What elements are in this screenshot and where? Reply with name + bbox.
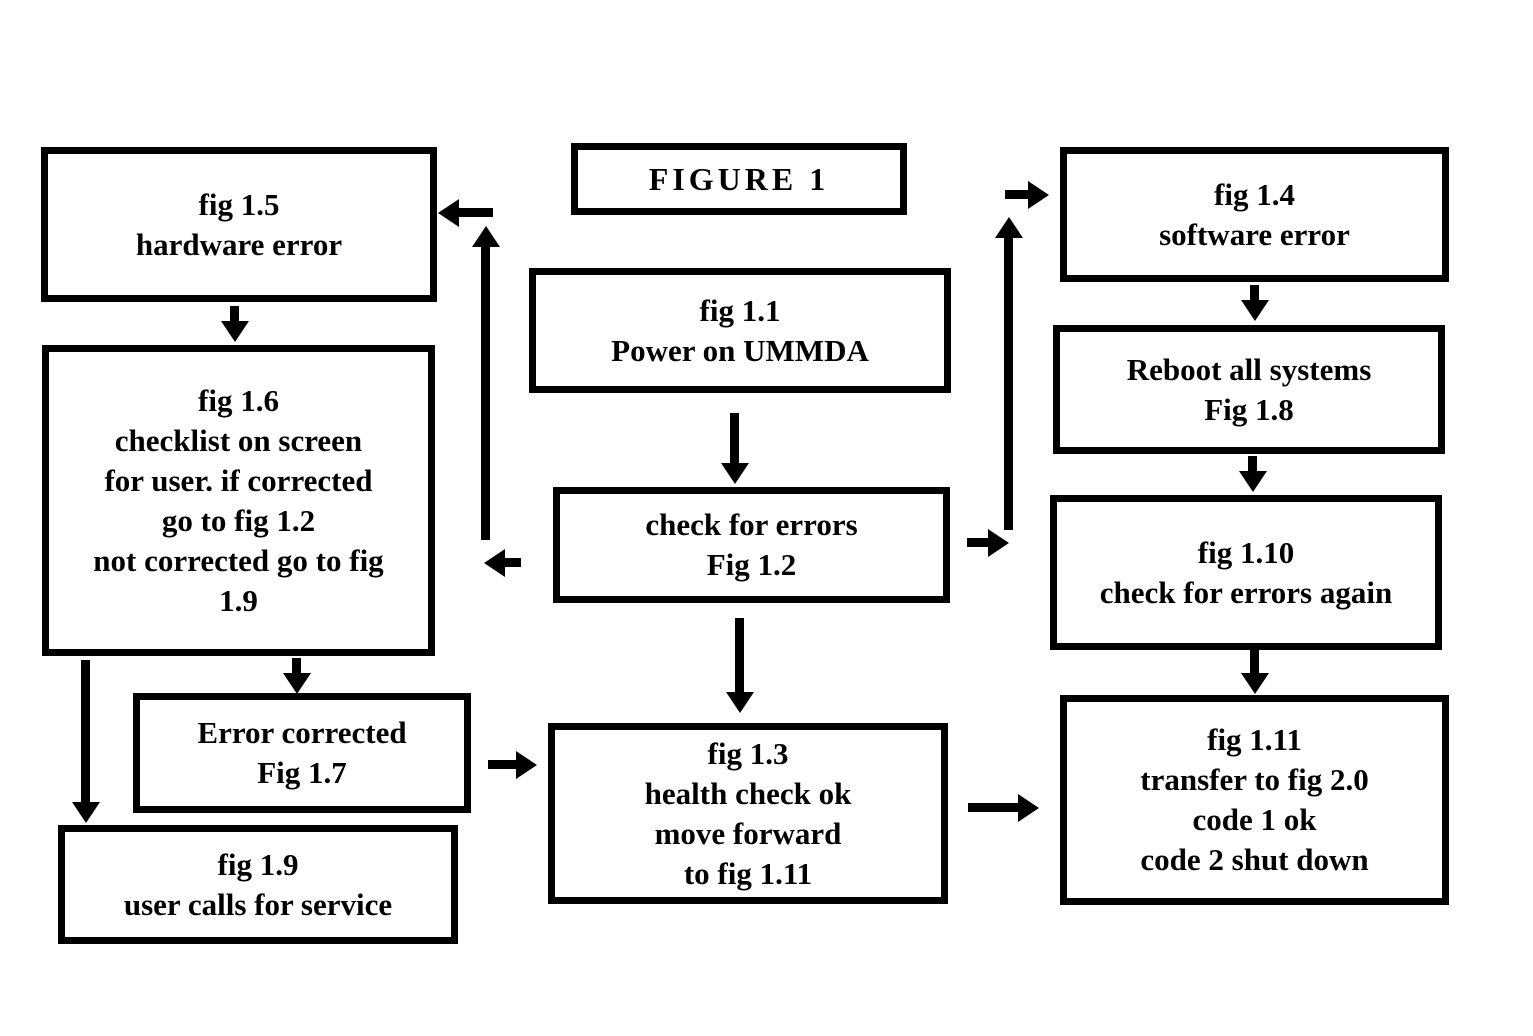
arrow-fig-1-3-to-fig-1-11 [968,803,1018,812]
arrow-into-fig-1-4 [1005,190,1028,199]
node-fig-1-9: fig 1.9 user calls for service [58,825,458,944]
arrow-riser-to-fig-1-5 [481,247,490,540]
node-fig-1-6: fig 1.6 checklist on screen for user. if… [42,345,435,656]
arrow-into-fig-1-5 [459,208,493,217]
arrow-fig-1-5-to-fig-1-6 [230,306,239,321]
arrow-fig-1-7-to-fig-1-3 [488,760,516,769]
arrow-fig-1-2-out-right [967,538,988,547]
arrow-fig-1-10-to-fig-1-11 [1250,650,1259,673]
arrow-fig-1-8-to-fig-1-10 [1248,456,1257,471]
node-fig-1-5: fig 1.5 hardware error [41,147,437,302]
arrow-riser-to-fig-1-4 [1004,238,1013,530]
arrow-fig-1-4-to-fig-1-8 [1250,285,1259,300]
arrow-fig-1-1-to-fig-1-2 [730,413,739,463]
node-fig-1-4: fig 1.4 software error [1060,147,1449,282]
node-fig-1-3: fig 1.3 health check ok move forward to … [548,723,948,904]
node-fig-1-11: fig 1.11 transfer to fig 2.0 code 1 ok c… [1060,695,1449,905]
node-fig-1-1: fig 1.1 Power on UMMDA [529,268,951,393]
arrow-fig-1-2-out-left [505,558,521,567]
node-fig-1-8: Reboot all systems Fig 1.8 [1053,325,1445,454]
node-fig-1-7: Error corrected Fig 1.7 [133,693,471,813]
figure-title-box: FIGURE 1 [571,143,907,215]
arrow-fig-1-2-to-fig-1-3 [735,618,744,692]
node-fig-1-2: check for errors Fig 1.2 [553,487,950,603]
arrow-fig-1-6-to-fig-1-9 [81,660,90,802]
arrow-fig-1-6-to-fig-1-7 [292,658,301,673]
node-fig-1-10: fig 1.10 check for errors again [1050,495,1442,650]
